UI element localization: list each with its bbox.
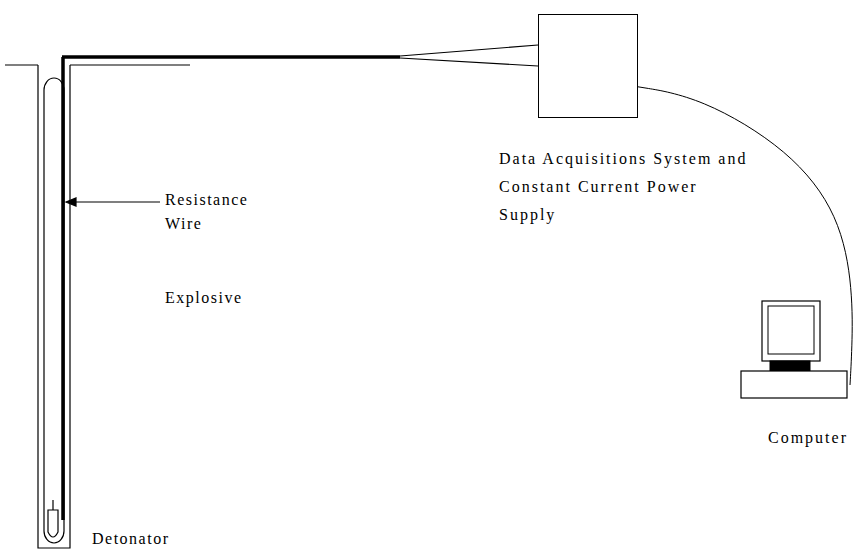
cable xyxy=(62,55,400,59)
daq-box: Data Acquisitions System and Constant Cu… xyxy=(538,14,638,118)
part-label: Explosive xyxy=(165,286,305,310)
part-label: Resistance Wire xyxy=(165,188,277,236)
node-label: Data Acquisitions System and Constant Cu… xyxy=(499,145,749,229)
leader-arrowhead xyxy=(66,198,76,206)
resistance-wire xyxy=(61,57,65,520)
screen xyxy=(768,306,814,354)
computer: Computer xyxy=(740,300,850,400)
ground-line xyxy=(70,64,190,65)
ground-line xyxy=(5,64,38,65)
monitor-stand xyxy=(770,361,810,371)
cable-connector xyxy=(638,87,852,385)
borehole-wall xyxy=(38,65,70,548)
leader-line xyxy=(70,201,160,202)
detonator-symbol xyxy=(48,510,58,537)
explosive-column xyxy=(44,78,64,543)
cable-lead xyxy=(400,45,538,56)
node-label: Computer xyxy=(768,424,858,452)
detonator-lead xyxy=(52,500,53,510)
computer-icon xyxy=(740,300,850,400)
cable-lead xyxy=(400,58,538,66)
computer-base xyxy=(741,371,847,398)
monitor xyxy=(762,301,820,361)
part-label: Detonator xyxy=(92,527,232,551)
